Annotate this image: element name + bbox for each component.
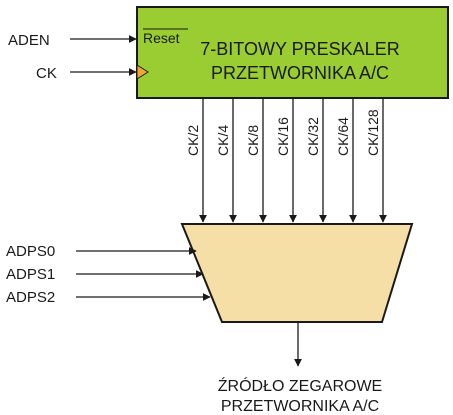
adps0-label: ADPS0 [6, 243, 55, 260]
tap-label-ck2: CK/2 [185, 125, 201, 156]
prescaler-taps: CK/2 CK/4 CK/8 CK/16 CK/32 CK/64 CK/128 [185, 98, 387, 223]
prescaler-title-line1: 7-BITOWY PRESKALER [200, 39, 399, 59]
tap-label-ck8: CK/8 [245, 125, 261, 156]
tap-label-ck128: CK/128 [365, 109, 381, 156]
multiplexer [180, 223, 414, 323]
prescaler-block [136, 6, 449, 99]
aden-label: ADEN [8, 32, 50, 49]
ck-label: CK [36, 65, 57, 82]
tap-label-ck16: CK/16 [275, 117, 291, 156]
adps1-label: ADPS1 [6, 266, 55, 283]
prescaler-title-line2: PRZETWORNIKA A/C [211, 63, 389, 83]
tap-label-ck32: CK/32 [305, 117, 321, 156]
reset-label: Reset [143, 30, 180, 46]
adps2-label: ADPS2 [6, 289, 55, 306]
output-label-line2: PRZETWORNIKA A/C [221, 398, 379, 415]
tap-label-ck4: CK/4 [215, 125, 231, 156]
tap-label-ck64: CK/64 [335, 117, 351, 156]
clock-input-marker [136, 64, 149, 80]
output-label-line1: ŹRÓDŁO ZEGAROWE [218, 376, 382, 395]
